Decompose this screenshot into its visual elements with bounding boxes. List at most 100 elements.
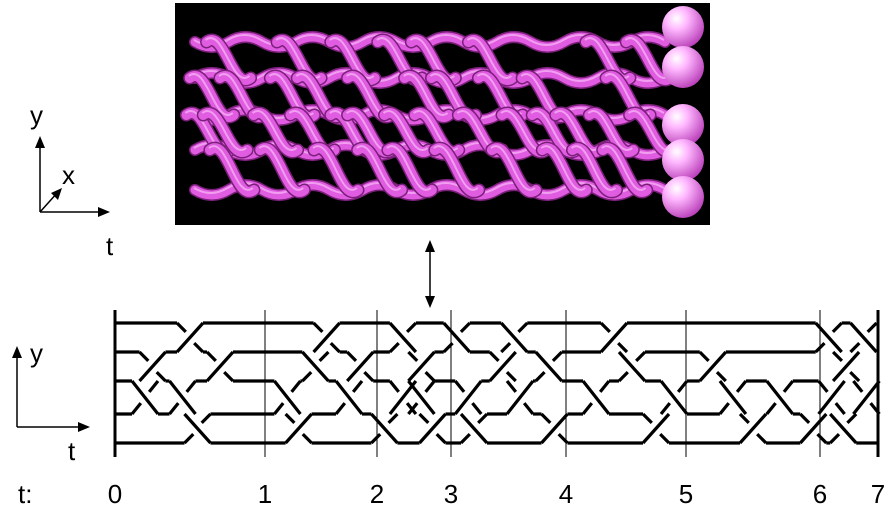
2d-axes: y t [12, 338, 90, 466]
crossing-under [471, 402, 483, 416]
t-prefix-label: t: [18, 479, 32, 509]
crossing-over [599, 321, 629, 354]
crossing-over [817, 380, 846, 415]
crossing-under [284, 412, 296, 425]
crossing-under [557, 432, 569, 445]
tube-crossing-highlight [466, 36, 513, 80]
crossing-under [388, 341, 400, 354]
crossing-over [183, 412, 212, 445]
crossing-under [738, 412, 750, 425]
crossing-under [517, 321, 529, 334]
crossing-under [522, 402, 535, 416]
crossing-under [459, 432, 471, 445]
3d-render-panel [175, 3, 710, 225]
tube-crossing-highlight [386, 145, 432, 191]
crossing-under [418, 412, 430, 425]
crossing-over [284, 412, 313, 445]
time-label: 4 [559, 479, 573, 509]
crossing-under [635, 350, 647, 363]
crossing-under [329, 341, 341, 354]
crossing-under [617, 370, 629, 383]
braid-strands [115, 321, 881, 445]
crossing-over [175, 321, 205, 354]
tube-crossing-highlight [382, 109, 429, 152]
crossing-under [782, 379, 795, 393]
crossing-over [641, 412, 671, 445]
crossing-under [200, 412, 212, 425]
time-label: 6 [813, 479, 827, 509]
crossing-over [738, 412, 768, 445]
crossing-under [312, 321, 324, 334]
crossing-over [138, 350, 167, 383]
crossing-under [817, 379, 829, 393]
time-label: 3 [444, 479, 458, 509]
crossing-under [505, 379, 518, 393]
crossing-under [346, 350, 358, 363]
crossing-under [816, 432, 828, 445]
time-gridlines [113, 310, 880, 457]
crossing-over [849, 321, 878, 354]
crossing-over [312, 321, 341, 354]
crossing-under [405, 321, 418, 334]
crossing-under [641, 412, 653, 425]
crossing-under [814, 341, 826, 354]
crossing-under [370, 432, 382, 445]
crossing-under [831, 350, 844, 363]
tube-crossing-highlight [201, 109, 247, 152]
crossing-under [831, 321, 843, 334]
endpoint-spheres [662, 6, 704, 218]
crossing-under [852, 379, 864, 393]
crossing-under [829, 432, 841, 445]
crossing-over [831, 350, 861, 383]
crossing-over [540, 412, 569, 445]
tube-crossing-highlight [251, 109, 298, 152]
crossing-over [407, 350, 436, 383]
crossing-under [205, 350, 217, 363]
crossing-over [388, 321, 418, 354]
crossing-under [407, 402, 419, 416]
crossing-over [581, 380, 611, 415]
tube-crossing-highlight [204, 36, 251, 80]
tube-crossing-highlight [540, 145, 586, 191]
3d-y-arrowhead [35, 136, 45, 148]
crossing-under [454, 379, 466, 393]
crossing-over [418, 412, 447, 445]
crossing-over [799, 412, 828, 445]
crossing-over [659, 380, 689, 415]
tube-crossing-highlight [554, 109, 600, 152]
time-label: 1 [258, 479, 272, 509]
crossing-over [505, 380, 535, 415]
tube-crossing-highlight [329, 36, 375, 80]
time-label: 0 [108, 479, 122, 509]
crossing-over [301, 350, 330, 383]
crossing-under [442, 341, 454, 354]
tube-crossing-highlight [587, 109, 633, 152]
crossing-under [718, 402, 730, 416]
tube-crossing-highlight [433, 145, 479, 191]
crossing-over [534, 350, 563, 383]
tube-crossing-highlight [258, 145, 304, 191]
3d-t-arrowhead [98, 207, 110, 217]
crossing-under [273, 402, 285, 416]
crossing-over [346, 350, 375, 383]
crossing-under [551, 350, 563, 363]
tube-crossing-highlight [490, 145, 536, 191]
crossing-under [849, 370, 861, 383]
crossing-under [185, 379, 197, 393]
crossing-over [718, 380, 748, 415]
crossing-under [223, 370, 235, 383]
crossing-under [435, 432, 447, 445]
crossing-under [351, 379, 364, 393]
time-label: 5 [679, 479, 693, 509]
3d-x-label: x [62, 160, 75, 190]
crossing-under [168, 402, 180, 416]
crossing-over [852, 380, 881, 415]
crossing-under [387, 412, 399, 425]
crossing-under [193, 341, 205, 354]
tube-crossing-highlight [188, 73, 234, 116]
crossing-over [698, 350, 727, 383]
crossing-over [829, 412, 858, 445]
endpoint-sphere [662, 6, 704, 48]
